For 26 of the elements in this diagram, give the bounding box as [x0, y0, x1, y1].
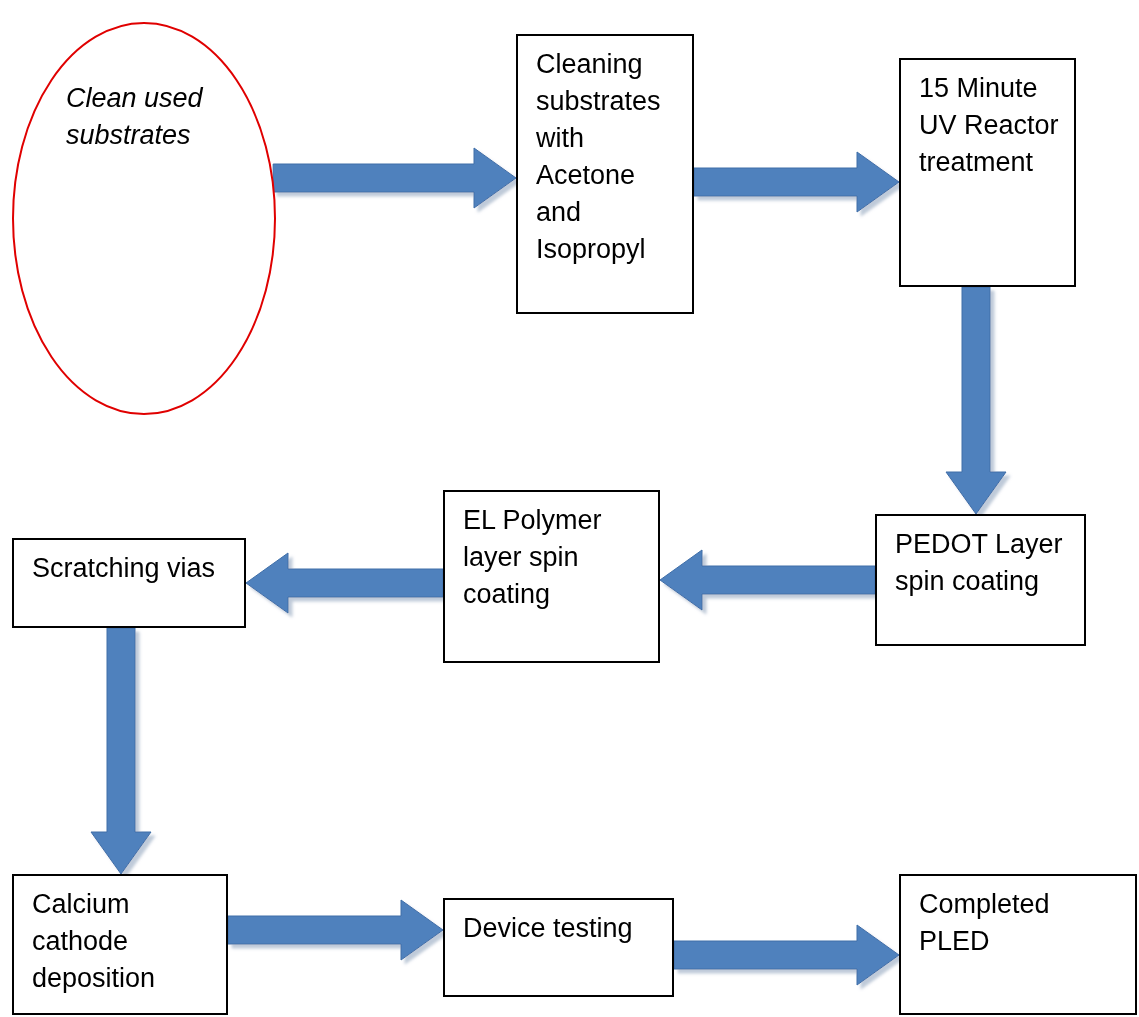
block-arrow: [659, 549, 876, 611]
process-box: [899, 874, 1137, 1015]
step-text: PEDOT Layer spin coating: [895, 528, 1064, 598]
process-box: [516, 34, 694, 314]
block-arrow: [673, 924, 900, 986]
step-text: Completed PLED: [919, 888, 1051, 958]
block-arrow: [693, 151, 900, 213]
process-box: [12, 874, 228, 1015]
block-arrow: [227, 899, 444, 961]
start-ellipse: [12, 22, 276, 415]
process-box: [875, 514, 1086, 646]
step-text: Device testing: [463, 912, 634, 945]
step-text: Scratching vias: [32, 552, 217, 585]
step-text: 15 Minute UV Reactor treatment: [919, 72, 1060, 179]
block-arrow: [90, 627, 152, 875]
process-box: [12, 538, 246, 628]
block-arrow: [245, 552, 444, 614]
block-arrow: [945, 286, 1007, 515]
process-box: [443, 898, 674, 997]
step-text: EL Polymer layer spin coating: [463, 504, 603, 611]
process-box: [443, 490, 660, 663]
step-text: Calcium cathode deposition: [32, 888, 157, 995]
process-box: [899, 58, 1076, 287]
step-text: Clean used substrates: [66, 82, 204, 152]
step-text: Cleaning substrates with Acetone and Isopropyl: [536, 48, 662, 266]
block-arrow: [272, 147, 517, 209]
